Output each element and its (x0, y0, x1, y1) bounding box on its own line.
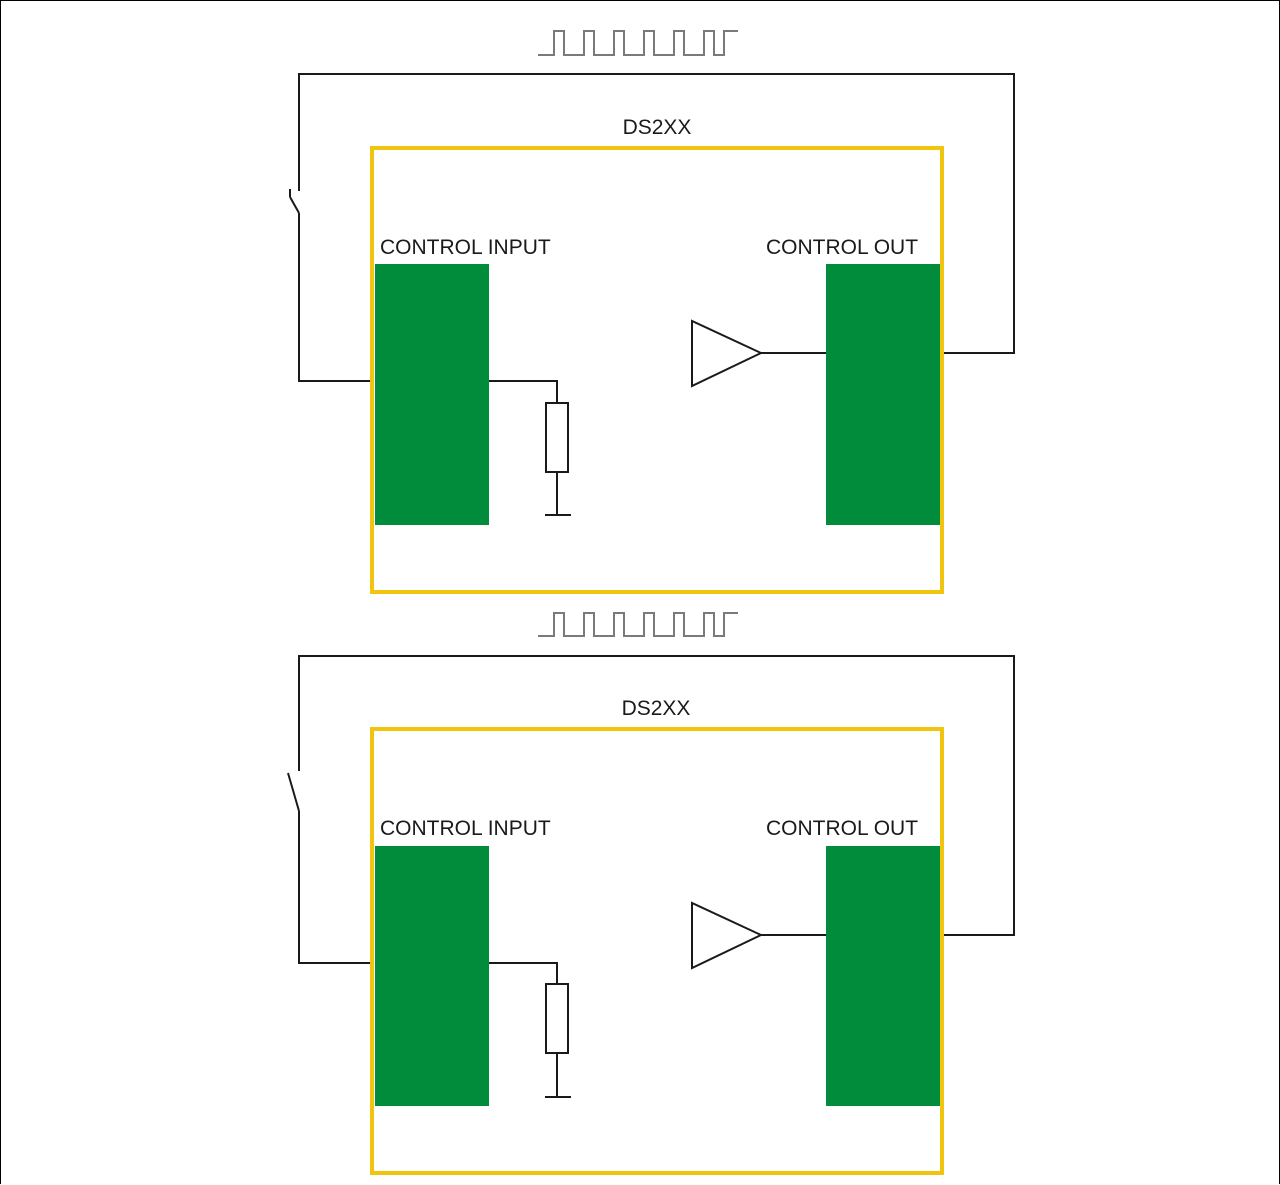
ground-icon (545, 472, 571, 516)
resistor-icon (545, 983, 569, 1054)
buffer-amplifier-icon (691, 319, 764, 388)
control-out-block (826, 846, 940, 1106)
diagram-open-switch: DS2XX CONTROL INPUT CONTROL OUT (287, 612, 1015, 1175)
pulse-train-icon (538, 612, 738, 637)
feedback-wire (298, 73, 1015, 354)
switch-icon (289, 189, 373, 382)
control-out-label: CONTROL OUT (766, 236, 918, 259)
device-box (370, 727, 944, 1175)
buffer-amplifier-icon (691, 901, 764, 970)
control-out-label: CONTROL OUT (766, 817, 918, 840)
pulse-train-icon (538, 30, 738, 56)
input-resistor-wire (489, 962, 558, 984)
control-input-block (375, 846, 489, 1106)
control-out-block (826, 264, 940, 525)
device-label: DS2XX (622, 697, 691, 720)
switch-icon (287, 772, 373, 964)
control-input-label: CONTROL INPUT (380, 236, 551, 259)
resistor-icon (545, 402, 569, 473)
input-resistor-wire (489, 380, 558, 403)
feedback-wire (298, 655, 1015, 936)
diagram-closed-switch: DS2XX CONTROL INPUT CONTROL OUT (289, 30, 1015, 594)
control-input-label: CONTROL INPUT (380, 817, 551, 840)
control-input-block (375, 264, 489, 525)
ground-icon (545, 1053, 571, 1098)
device-label: DS2XX (623, 116, 692, 139)
device-box (370, 146, 944, 594)
